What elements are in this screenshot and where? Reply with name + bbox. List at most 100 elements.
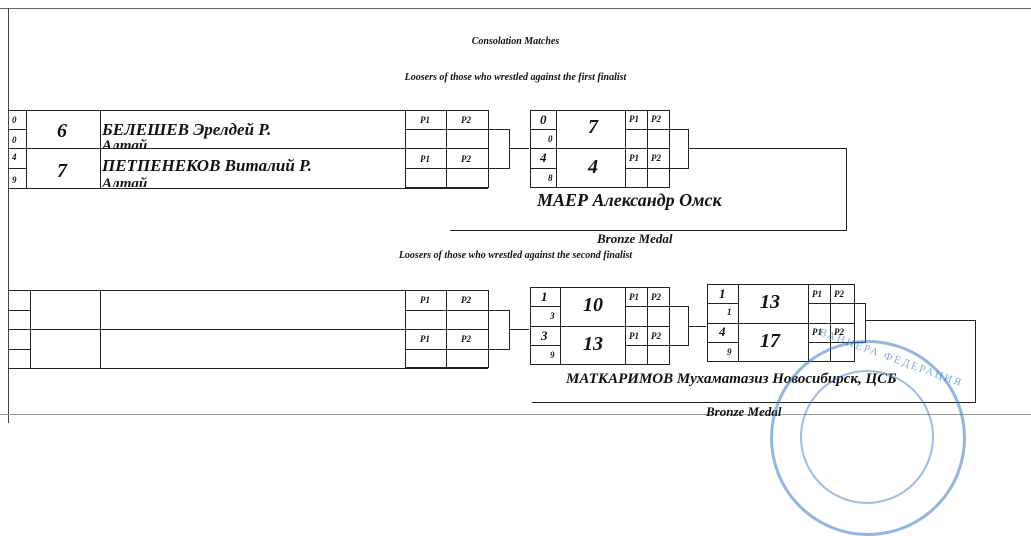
w1-name: БЕЛЕШЕВ Эрелдей Р.: [102, 120, 272, 139]
column-line: [8, 168, 26, 169]
connector: [688, 148, 846, 149]
grid-line: [405, 329, 489, 330]
r2-top-score-bot: 0: [548, 134, 553, 144]
p2-label: P2: [834, 289, 844, 299]
grid-line: [808, 342, 855, 343]
p2-label: P2: [651, 292, 661, 302]
p2-label: P2: [461, 295, 471, 305]
row-line: [8, 110, 488, 111]
w2-score-bot: 9: [12, 175, 17, 185]
column-line: [26, 110, 27, 188]
bronze-medal-label-2: Bronze Medal: [706, 404, 782, 419]
b2-r2-top-seed: 10: [583, 294, 603, 316]
connector: [509, 329, 529, 330]
p2-label: P2: [651, 153, 661, 163]
p1-label: P1: [420, 295, 430, 305]
p2-label: P2: [651, 114, 661, 124]
column-line: [100, 110, 101, 188]
p1-label: P1: [812, 327, 822, 337]
grid-line: [405, 349, 489, 350]
grid-line: [530, 326, 670, 327]
p1-label: P1: [629, 331, 639, 341]
grid-line: [556, 110, 557, 188]
connector: [865, 303, 866, 343]
grid-line: [625, 306, 670, 307]
grid-line: [707, 323, 855, 324]
b2-r2-bot-seed: 13: [583, 333, 603, 355]
column-line: [8, 129, 26, 130]
b2-r3-top-seed: 13: [760, 291, 780, 313]
grid-line: [530, 306, 560, 307]
grid-line: [530, 129, 556, 130]
p1-label: P1: [420, 115, 430, 125]
w2-seed: 7: [57, 160, 67, 182]
connector: [688, 129, 689, 169]
column-line: [8, 310, 30, 311]
w2-name: ПЕТПЕНЕКОВ Виталий Р.: [102, 156, 313, 175]
winner-line: [450, 230, 847, 231]
row-line: [8, 368, 488, 369]
p1-label: P1: [420, 334, 430, 344]
p1-label: P1: [629, 114, 639, 124]
row-line: [8, 329, 488, 330]
connector: [509, 129, 510, 169]
grid-line: [405, 310, 489, 311]
connector: [489, 310, 509, 311]
b2-r3-bot-score-top: 4: [719, 324, 726, 339]
grid-line: [530, 168, 556, 169]
p1-label: P1: [812, 289, 822, 299]
b2-r3-bot-score-bot: 9: [727, 347, 732, 357]
connector: [688, 326, 706, 327]
connector: [855, 303, 865, 304]
r2-bot-score-bot: 8: [548, 173, 553, 183]
b2-r3-top-score-bot: 1: [727, 307, 732, 317]
official-stamp-inner: [800, 370, 934, 504]
w2-region: Алтай: [102, 176, 148, 187]
connector: [846, 148, 847, 230]
grid-line: [405, 168, 489, 169]
page-top-border: [0, 8, 1031, 9]
grid-line: [625, 345, 670, 346]
b2-r2-top-score-top: 1: [541, 289, 548, 304]
p1-label: P1: [629, 292, 639, 302]
page-left-border: [8, 8, 9, 423]
p2-label: P2: [461, 154, 471, 164]
connector: [670, 129, 688, 130]
bronze-winner-1: МАЕР Александр Омск: [537, 190, 722, 210]
grid-line: [707, 303, 738, 304]
p2-label: P2: [461, 115, 471, 125]
connector: [509, 310, 510, 350]
pool-grid-r1: [405, 110, 489, 188]
consolation-title: Consolation Matches: [471, 36, 560, 47]
w2-name-cell: ПЕТПЕНЕКОВ Виталий Р. Алтай: [100, 150, 405, 187]
row-line: [8, 188, 488, 189]
grid-line: [405, 148, 489, 149]
b2-r2-bot-score-top: 3: [541, 328, 548, 343]
connector: [670, 306, 688, 307]
w1-score-top: 0: [12, 115, 17, 125]
connector: [975, 320, 976, 402]
grid-line: [530, 148, 670, 149]
r2-top-seed: 7: [588, 116, 598, 138]
second-finalist-heading: Loosers of those who wrestled against th…: [398, 250, 633, 261]
connector: [670, 345, 688, 346]
grid-line: [625, 110, 626, 188]
r2-bot-score-top: 4: [540, 150, 547, 165]
p1-label: P1: [420, 154, 430, 164]
grid-line: [625, 168, 670, 169]
grid-line: [647, 110, 648, 188]
grid-line: [707, 342, 738, 343]
w1-seed: 6: [57, 120, 67, 142]
page-bottom-border: [0, 414, 1031, 415]
grid-line: [530, 345, 560, 346]
grid-line: [808, 303, 855, 304]
row-line: [8, 290, 488, 291]
connector: [509, 148, 529, 149]
r2-top-score-top: 0: [540, 112, 547, 127]
grid-line: [446, 110, 447, 188]
column-line: [8, 349, 30, 350]
b2-r3-top-score-top: 1: [719, 286, 726, 301]
w1-region: Алтай: [102, 138, 148, 148]
w2-score-top: 4: [12, 152, 17, 162]
column-line: [100, 290, 101, 368]
